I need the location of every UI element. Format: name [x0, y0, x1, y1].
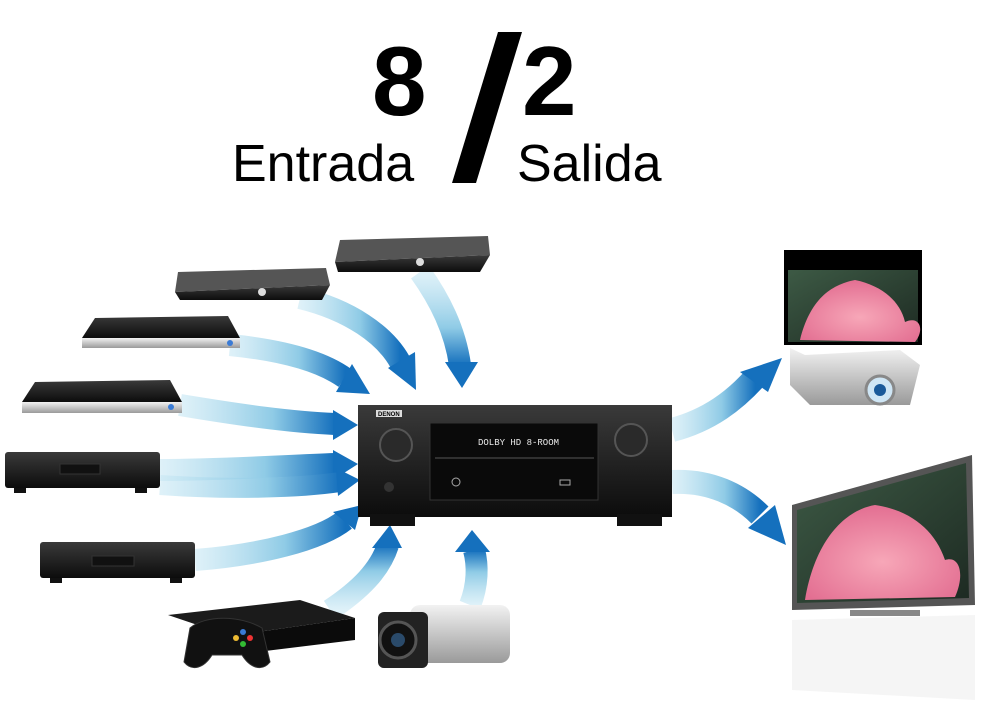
inputs-label: Entrada — [232, 135, 415, 193]
projector-with-screen — [784, 250, 922, 406]
set-top-box-1 — [335, 236, 490, 272]
arrow-6 — [159, 472, 342, 498]
arrowhead-out-tv — [748, 505, 786, 545]
arrowhead-4 — [333, 410, 358, 440]
receiver-brand: DENON — [378, 412, 400, 418]
bluray-player-2 — [40, 542, 195, 583]
arrowhead-1 — [445, 362, 478, 388]
arrow-1 — [411, 265, 471, 367]
set-top-box-2 — [175, 268, 330, 300]
outputs-count: 2 — [522, 26, 577, 136]
game-console — [168, 600, 355, 669]
arrowhead-9 — [455, 530, 490, 552]
arrow-out-projector — [668, 369, 764, 442]
arrowhead-2 — [388, 352, 416, 390]
arrow-2 — [297, 287, 410, 368]
arrow-4 — [178, 394, 336, 435]
arrowhead-3 — [336, 364, 370, 394]
slash — [452, 32, 522, 183]
input-selector-knob — [379, 428, 413, 462]
receiver-display-text: DOLBY HD 8-ROOM — [478, 438, 559, 448]
arrow-8 — [323, 541, 399, 620]
inputs-count: 8 — [372, 26, 427, 136]
dvr-box-2 — [22, 380, 182, 413]
arrowhead-7 — [333, 505, 362, 530]
arrowhead-out-projector — [740, 358, 782, 392]
arrow-5 — [159, 453, 336, 481]
av-receiver — [358, 405, 672, 526]
output-arrows — [668, 358, 786, 545]
arrow-out-tv — [671, 469, 769, 524]
arrowhead-6 — [336, 468, 360, 496]
volume-knob — [614, 423, 648, 457]
arrowhead-8 — [372, 525, 402, 548]
camcorder — [378, 605, 510, 668]
outputs-label: Salida — [517, 135, 662, 193]
input-arrows — [159, 265, 490, 620]
dvr-box-1 — [82, 316, 240, 348]
arrow-7 — [194, 511, 352, 571]
arrow-9 — [459, 547, 488, 610]
flat-tv — [792, 455, 975, 700]
arrow-3 — [228, 334, 352, 388]
bluray-player-1 — [5, 452, 160, 493]
